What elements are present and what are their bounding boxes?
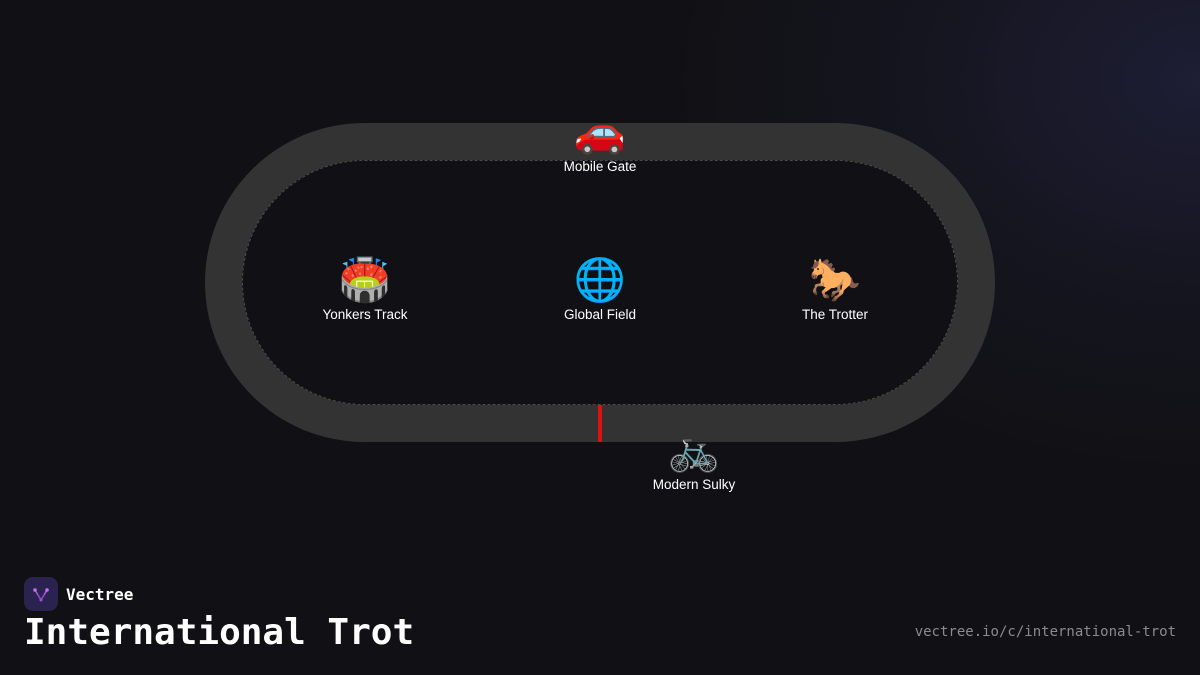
bicycle-icon: 🚲 <box>667 426 721 473</box>
node-yonkers-track[interactable]: 🏟️ Yonkers Track <box>275 256 455 323</box>
node-global-field[interactable]: 🌐 Global Field <box>510 256 690 323</box>
node-label: Yonkers Track <box>322 307 408 322</box>
globe-icon: 🌐 <box>573 256 627 303</box>
finish-line <box>598 405 602 442</box>
node-mobile-gate[interactable]: 🚗 Mobile Gate <box>510 108 690 175</box>
stadium-icon: 🏟️ <box>338 256 392 303</box>
track-infield <box>242 160 958 405</box>
page-url[interactable]: vectree.io/c/international-trot <box>914 624 1176 640</box>
car-icon: 🚗 <box>573 108 627 155</box>
node-label: Modern Sulky <box>652 477 736 492</box>
brand-name: Vectree <box>66 584 134 604</box>
node-the-trotter[interactable]: 🐎 The Trotter <box>745 256 925 323</box>
node-label: Mobile Gate <box>563 159 637 174</box>
vectree-logo-icon <box>24 577 58 611</box>
brand[interactable]: Vectree <box>24 577 133 611</box>
node-label: The Trotter <box>801 307 869 322</box>
node-modern-sulky[interactable]: 🚲 Modern Sulky <box>604 426 784 493</box>
horse-icon: 🐎 <box>808 256 862 303</box>
page-title: International Trot <box>24 612 415 653</box>
node-label: Global Field <box>563 307 637 322</box>
